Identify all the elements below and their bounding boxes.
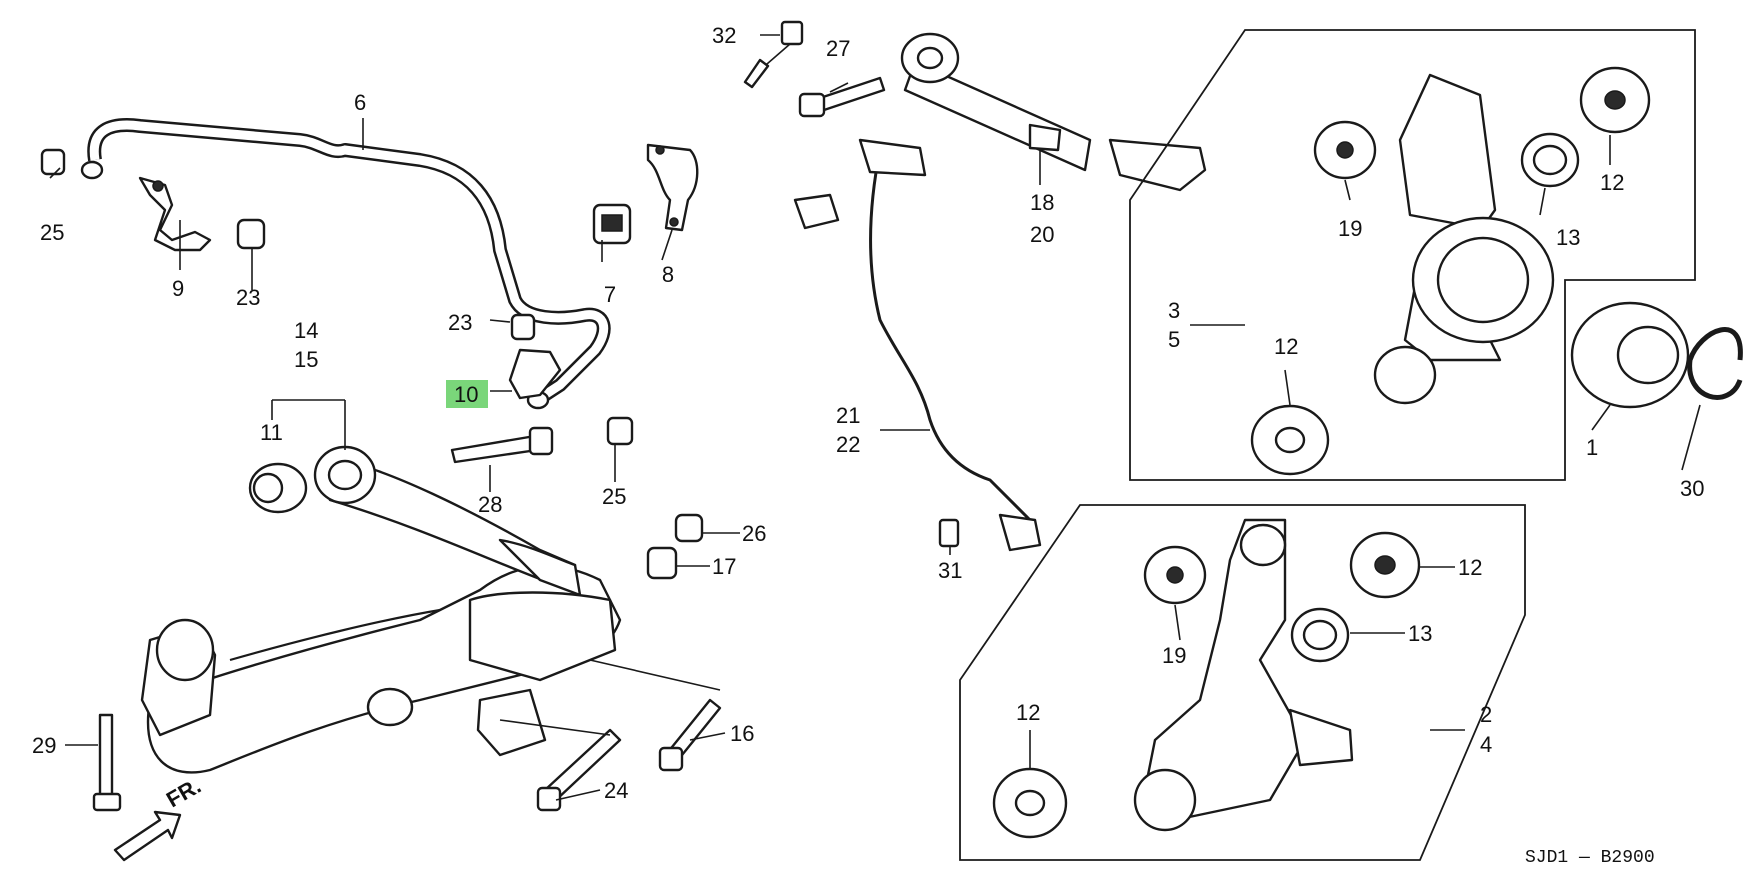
stabilizer-link-9[interactable] bbox=[40, 148, 266, 252]
ring-13-lower[interactable] bbox=[1290, 607, 1350, 663]
flange-bolt-29[interactable] bbox=[92, 713, 122, 812]
callout-1[interactable]: 1 bbox=[1586, 435, 1598, 460]
callout-23-left[interactable]: 23 bbox=[236, 285, 260, 310]
bushing-17[interactable] bbox=[646, 546, 678, 580]
callout-12-lower-left[interactable]: 12 bbox=[1016, 700, 1040, 725]
callout-19-lower[interactable]: 19 bbox=[1162, 643, 1186, 668]
flange-bolt-16[interactable] bbox=[658, 698, 722, 772]
knuckle-box-frame-lower bbox=[959, 504, 1526, 861]
callout-10[interactable]: 10 bbox=[454, 382, 478, 407]
knuckle-lower[interactable] bbox=[1133, 518, 1354, 832]
callout-13-upper[interactable]: 13 bbox=[1556, 225, 1580, 250]
bushing-19-lower[interactable] bbox=[1143, 545, 1207, 605]
callout-24[interactable]: 24 bbox=[604, 778, 628, 803]
front-label: FR. bbox=[162, 773, 205, 812]
callout-27[interactable]: 27 bbox=[826, 36, 850, 61]
callout-25-right[interactable]: 25 bbox=[602, 484, 626, 509]
lower-link-arm[interactable] bbox=[313, 445, 582, 597]
nut-26[interactable] bbox=[674, 513, 704, 543]
knuckle-box-frame-upper bbox=[1129, 29, 1696, 481]
callout-32[interactable]: 32 bbox=[712, 23, 736, 48]
upper-arm-18[interactable] bbox=[900, 32, 1207, 192]
callout-18[interactable]: 18 bbox=[1030, 190, 1054, 215]
callout-31[interactable]: 31 bbox=[938, 558, 962, 583]
callout-15[interactable]: 15 bbox=[294, 347, 318, 372]
bushing-holder[interactable] bbox=[646, 143, 699, 232]
circlip-30[interactable] bbox=[1687, 327, 1743, 400]
callout-20[interactable]: 20 bbox=[1030, 222, 1054, 247]
callout-8[interactable]: 8 bbox=[662, 262, 674, 287]
callout-3[interactable]: 3 bbox=[1168, 298, 1180, 323]
callout-30[interactable]: 30 bbox=[1680, 476, 1704, 501]
callout-6[interactable]: 6 bbox=[354, 90, 366, 115]
ring-13-upper[interactable] bbox=[1520, 132, 1580, 188]
callout-14[interactable]: 14 bbox=[294, 318, 318, 343]
lower-arm[interactable] bbox=[140, 564, 622, 774]
stabilizer-link-10[interactable] bbox=[508, 313, 634, 446]
callout-22[interactable]: 22 bbox=[836, 432, 860, 457]
callout-23-right[interactable]: 23 bbox=[448, 310, 472, 335]
callout-9[interactable]: 9 bbox=[172, 276, 184, 301]
callout-19-upper[interactable]: 19 bbox=[1338, 216, 1362, 241]
callout-28[interactable]: 28 bbox=[478, 492, 502, 517]
bushing-11[interactable] bbox=[248, 462, 308, 514]
callout-10-highlight bbox=[446, 380, 488, 408]
adjusting-bolt-28[interactable] bbox=[450, 426, 554, 464]
callout-26[interactable]: 26 bbox=[742, 521, 766, 546]
speed-sensor[interactable] bbox=[793, 138, 1042, 552]
callout-29[interactable]: 29 bbox=[32, 733, 56, 758]
bushing-12-upper-b[interactable] bbox=[1250, 404, 1330, 476]
flange-bolt-32[interactable] bbox=[743, 20, 804, 89]
diagram-code: SJD1 — B2900 bbox=[1525, 848, 1655, 868]
callout-5[interactable]: 5 bbox=[1168, 327, 1180, 352]
flange-bolt-24[interactable] bbox=[536, 728, 622, 812]
bolt-27[interactable] bbox=[798, 76, 886, 118]
leader-lines bbox=[49, 34, 1701, 801]
knuckle-upper[interactable] bbox=[1373, 73, 1555, 405]
bushing-12-lower-a[interactable] bbox=[1349, 531, 1421, 599]
callout-numbers: 32 6 25 9 23 7 8 23 10 25 14 15 11 28 26… bbox=[32, 23, 1704, 803]
callout-21[interactable]: 21 bbox=[836, 403, 860, 428]
callout-2[interactable]: 2 bbox=[1480, 702, 1492, 727]
bushing-19-upper[interactable] bbox=[1313, 120, 1377, 180]
bolt-31[interactable] bbox=[938, 518, 960, 548]
callout-11[interactable]: 11 bbox=[260, 420, 283, 445]
callout-25-left[interactable]: 25 bbox=[40, 220, 64, 245]
callout-7[interactable]: 7 bbox=[604, 282, 616, 307]
stabilizer-bushing[interactable] bbox=[592, 203, 632, 245]
callout-17[interactable]: 17 bbox=[712, 554, 736, 579]
front-direction-arrow: FR. bbox=[113, 773, 205, 862]
callout-13-lower[interactable]: 13 bbox=[1408, 621, 1432, 646]
callout-12-lower-right[interactable]: 12 bbox=[1458, 555, 1482, 580]
callout-12-upper-right[interactable]: 12 bbox=[1600, 170, 1624, 195]
bushing-12-upper-a[interactable] bbox=[1579, 66, 1651, 134]
bushing-12-lower-b[interactable] bbox=[992, 767, 1068, 839]
callout-12-upper-left[interactable]: 12 bbox=[1274, 334, 1298, 359]
hub-bearing-1[interactable] bbox=[1570, 301, 1690, 409]
callout-4[interactable]: 4 bbox=[1480, 732, 1492, 757]
callout-16[interactable]: 16 bbox=[730, 721, 754, 746]
